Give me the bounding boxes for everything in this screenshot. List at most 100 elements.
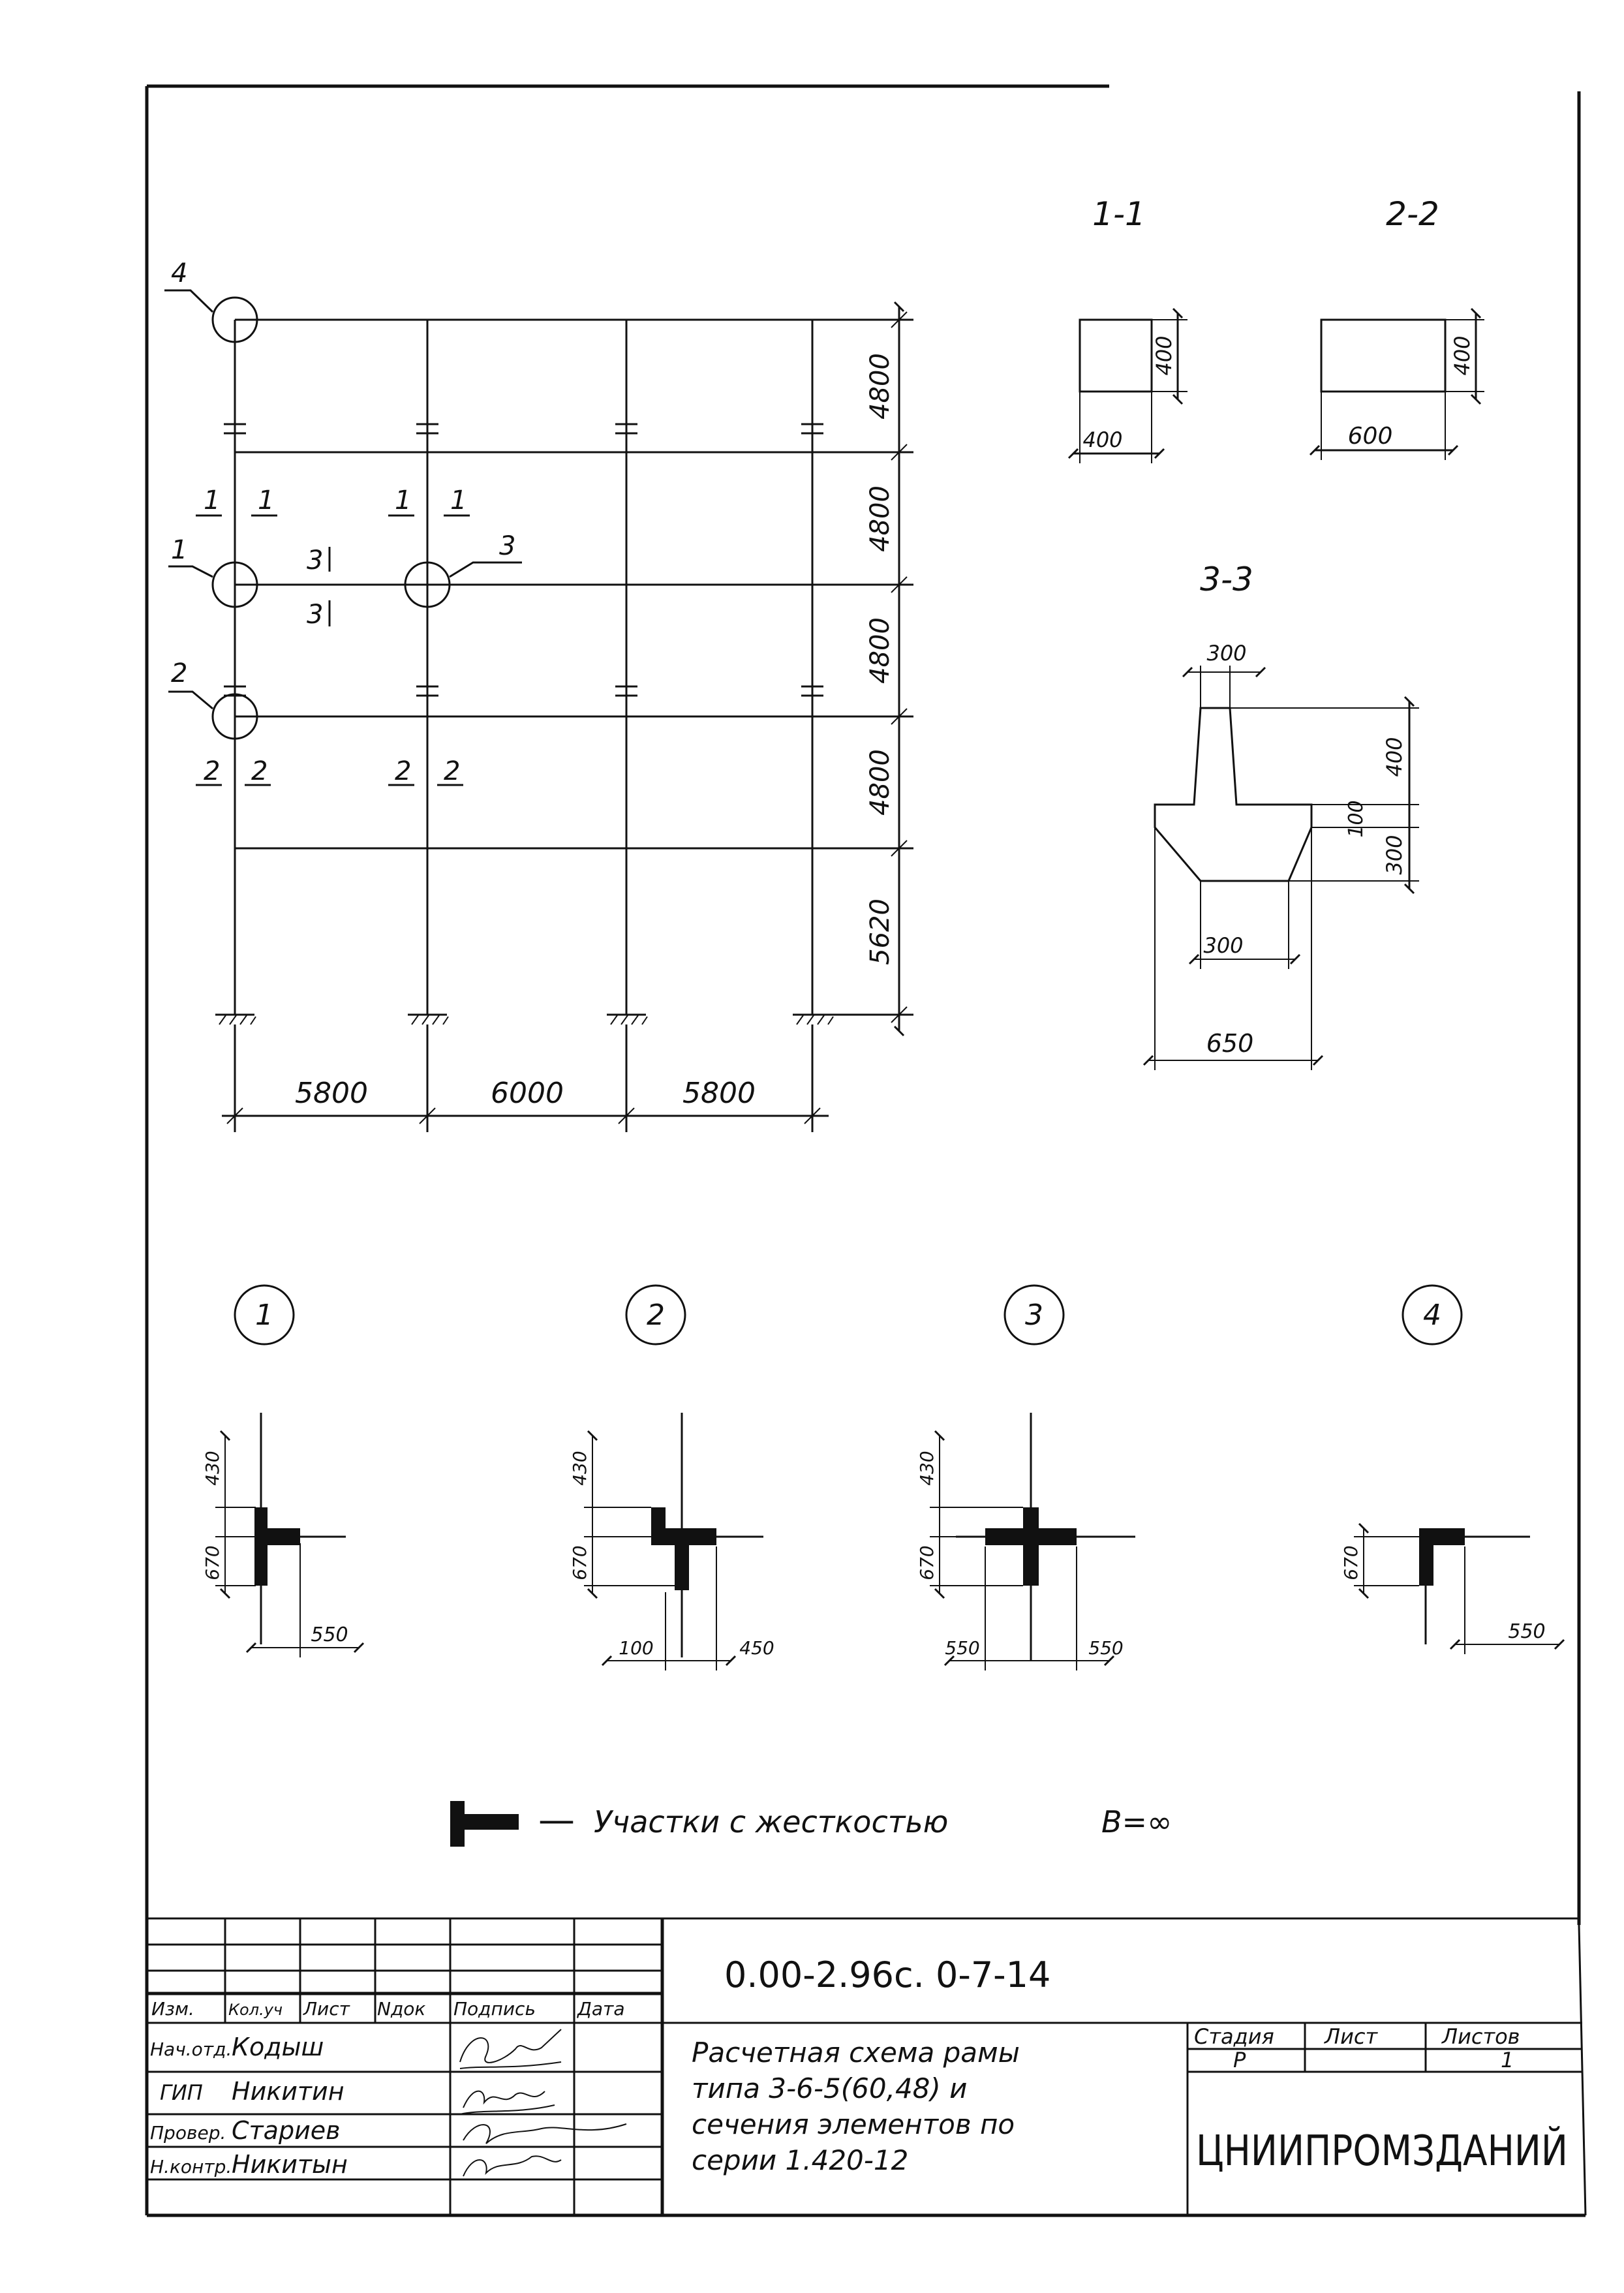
frame-beams <box>235 318 812 850</box>
bay-dims: 5800 6000 5800 <box>222 1024 829 1132</box>
header-list: Лист <box>303 1998 350 2020</box>
node-detail-1: 1 430 670 550 <box>202 1284 365 1657</box>
sheet-label: Лист <box>1324 2024 1378 2049</box>
bay-width-2: 6000 <box>491 1077 564 1110</box>
section-mark-2: 2 <box>251 756 268 786</box>
section-1-1: 1-1 400 400 <box>1067 195 1187 463</box>
story-height-1: 4800 <box>865 353 895 420</box>
dim-450: 450 <box>739 1637 774 1659</box>
fixed-supports <box>215 1013 834 1025</box>
node-callout-2: 2 <box>171 658 187 688</box>
section-height: 400 <box>1152 335 1176 375</box>
story-height-4: 4800 <box>865 749 895 816</box>
section-marks: 1 1 1 1 2 2 2 2 3 3 <box>196 485 470 786</box>
dim-550-right: 550 <box>1088 1637 1123 1659</box>
signatures <box>459 2029 627 2177</box>
role-gip: ГИП <box>160 2080 203 2105</box>
height-bottom: 300 <box>1382 835 1407 874</box>
description-line-2: типа 3-6-5(60,48) и <box>692 2072 967 2104</box>
node-detail-number: 4 <box>1423 1299 1441 1332</box>
dim-430: 430 <box>569 1451 590 1485</box>
story-height-dims: 4800 4800 4800 4800 5620 <box>812 301 913 1037</box>
section-mark-2: 2 <box>444 756 460 786</box>
section-mark-1: 1 <box>204 485 220 516</box>
header-data: Дата <box>576 1998 625 2020</box>
node-callout-3: 3 <box>499 531 515 561</box>
section-width: 400 <box>1082 427 1122 452</box>
dim-670: 670 <box>569 1545 590 1580</box>
name-nikityn: Никитын <box>232 2150 348 2179</box>
total-width: 650 <box>1206 1029 1254 1058</box>
sheets-value: 1 <box>1501 2048 1514 2072</box>
sheets-label: Листов <box>1441 2024 1520 2049</box>
description-line-4: серии 1.420-12 <box>692 2144 908 2176</box>
dim-430: 430 <box>202 1451 223 1485</box>
bay-width-3: 5800 <box>682 1077 756 1110</box>
section-title: 3-3 <box>1200 561 1253 598</box>
section-title: 2-2 <box>1386 195 1439 233</box>
node-callout-1: 1 <box>171 535 187 565</box>
role-n-kontr: Н.контр. <box>150 2156 232 2178</box>
organization: ЦНИИПРОМЗДАНИЙ <box>1196 2126 1568 2176</box>
section-mark-3: 3 <box>307 600 323 630</box>
bottom-width: 300 <box>1203 933 1243 958</box>
dim-670: 670 <box>916 1545 938 1580</box>
role-prover: Провер. <box>150 2122 226 2144</box>
node-detail-2: 2 430 670 100 450 <box>569 1284 774 1670</box>
column-joints <box>224 423 823 697</box>
dim-670: 670 <box>1340 1545 1362 1580</box>
legend-text: Участки с жесткостью <box>594 1804 948 1839</box>
node-detail-4: 4 670 550 <box>1340 1284 1565 1654</box>
story-height-3: 4800 <box>865 617 895 684</box>
section-title: 1-1 <box>1092 195 1146 233</box>
section-mark-2: 2 <box>204 756 220 786</box>
description-line-1: Расчетная схема рамы <box>692 2037 1020 2069</box>
stage-label: Стадия <box>1194 2024 1274 2049</box>
section-mark-1: 1 <box>395 485 411 516</box>
doc-code: 0.00-2.96с. 0-7-14 <box>724 1954 1050 1995</box>
section-width: 600 <box>1348 423 1393 450</box>
name-nikitin: Никитин <box>232 2077 345 2106</box>
story-height-2: 4800 <box>865 485 895 552</box>
legend: — Участки с жесткостью B=∞ <box>450 1799 1172 1847</box>
node-detail-3: 3 430 670 550 550 <box>916 1284 1135 1670</box>
node-detail-number: 3 <box>1025 1299 1043 1332</box>
section-mark-1: 1 <box>450 485 467 516</box>
dim-550: 550 <box>1508 1620 1545 1643</box>
dim-100: 100 <box>619 1637 653 1659</box>
header-ndok: Nдок <box>377 1998 425 2020</box>
role-nach-otd: Нач.отд. <box>150 2039 232 2060</box>
node-callout-4: 4 <box>171 258 187 288</box>
node-detail-number: 2 <box>647 1299 665 1332</box>
legend-dash: — <box>538 1799 575 1841</box>
story-height-5: 5620 <box>865 899 895 965</box>
legend-formula: B=∞ <box>1101 1804 1172 1839</box>
top-width: 300 <box>1206 641 1246 666</box>
section-mark-3: 3 <box>307 546 323 576</box>
title-block: Изм. Кол.уч Лист Nдок Подпись Дата Нач.о… <box>147 1917 1582 2215</box>
dim-430: 430 <box>916 1451 938 1485</box>
frame-columns <box>234 320 814 1015</box>
name-kodysh: Кодыш <box>232 2033 324 2061</box>
dim-670: 670 <box>202 1545 223 1580</box>
node-detail-number: 1 <box>255 1299 273 1332</box>
section-height: 400 <box>1450 335 1475 375</box>
sheet-border <box>145 84 1587 2217</box>
bay-width-1: 5800 <box>295 1077 368 1110</box>
dim-550: 550 <box>311 1624 348 1646</box>
header-izm: Изм. <box>151 1998 194 2020</box>
node-callouts: 4 1 2 3 <box>164 258 522 740</box>
description-line-3: сечения элементов по <box>692 2108 1015 2140</box>
frame-scheme: 4 1 2 3 1 1 1 1 2 2 2 2 <box>164 258 913 1132</box>
section-mark-1: 1 <box>258 485 274 516</box>
header-podpis: Подпись <box>453 1998 536 2020</box>
section-3-3: 3-3 300 400 100 300 300 650 <box>1142 561 1419 1070</box>
height-top: 400 <box>1382 737 1407 777</box>
height-mid: 100 <box>1345 800 1368 837</box>
name-stariev: Стариев <box>232 2116 341 2145</box>
stage-value: Р <box>1233 2048 1246 2072</box>
dim-550-left: 550 <box>945 1637 979 1659</box>
section-mark-2: 2 <box>395 756 411 786</box>
header-kol-uch: Кол.уч <box>228 2001 283 2019</box>
